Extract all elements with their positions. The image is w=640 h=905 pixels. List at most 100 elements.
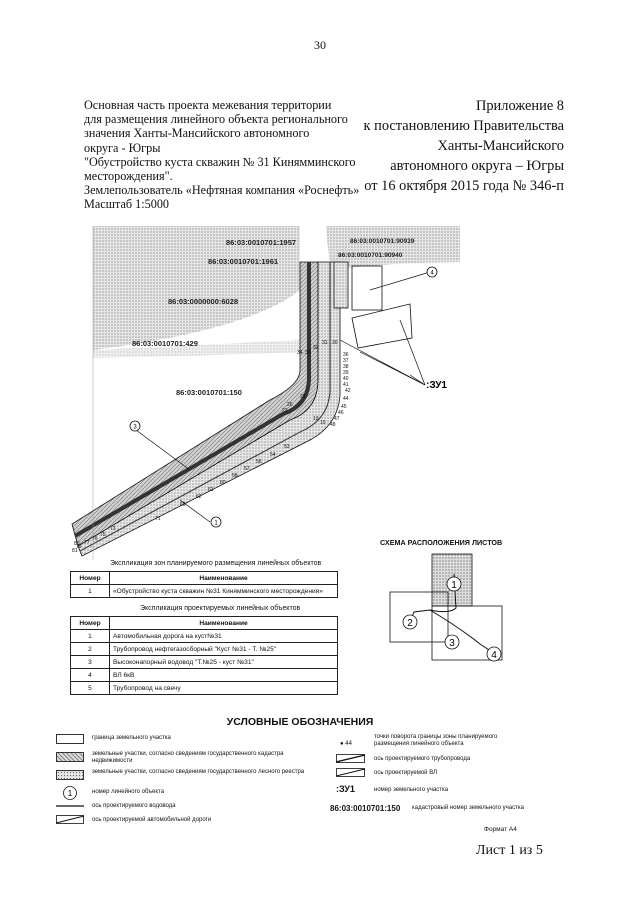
leader-line: [359, 351, 426, 386]
forest-area: [93, 226, 300, 350]
land-plot: [351, 265, 383, 311]
point-number: 53: [284, 444, 290, 450]
point-number: 39: [343, 370, 349, 376]
table-header-cell: Номер: [70, 616, 110, 630]
header-left-line: округа - Югры: [84, 140, 161, 155]
legend-cadastre-symbol: [56, 752, 84, 762]
table-row: 3 Высоконапорный водовод "Т.№25 - куст №…: [70, 655, 338, 669]
sheet-number-circle: [444, 634, 460, 650]
table-row: 5 Трубопровод на свечу: [70, 681, 338, 695]
header-right: Приложение 8 к постановлению Правительст…: [360, 96, 564, 196]
point-number: 56: [256, 459, 262, 465]
land-plot: [351, 303, 413, 349]
circled-number: [426, 266, 438, 278]
point-number: 31: [322, 340, 328, 346]
table-cell: Трубопровод на свечу: [109, 681, 338, 695]
point-number: 79: [76, 544, 82, 550]
legend-text: номер земельного участка: [374, 787, 449, 793]
point-number: 61: [208, 487, 214, 493]
table2-caption: Экспликация проектируемых линейных объек…: [140, 605, 301, 612]
table-row: 4 ВЛ 6кВ: [70, 668, 338, 682]
road-axis: [73, 262, 311, 538]
sheet-number-circle: [446, 576, 462, 592]
table-header-cell: Наименование: [109, 571, 338, 585]
header-left: Основная часть проекта межевания террито…: [84, 98, 374, 212]
cadastral-label: 86:03:0000000:6028: [168, 297, 238, 306]
point-number: 62: [196, 494, 202, 500]
point-number: 38: [343, 364, 349, 370]
zu-label: :ЗУ1: [426, 380, 447, 391]
point-number: 69: [180, 502, 186, 508]
legend-text: ось проектируемой автомобильной дороги: [92, 817, 212, 823]
legend-text: точки поворота границы зоны планируемого…: [374, 734, 498, 747]
legend-text: кадастровый номер земельного участка: [412, 805, 524, 811]
sheet-number: 4: [491, 650, 497, 661]
legend-boundary-symbol: [56, 734, 84, 744]
point-number: 47: [334, 416, 340, 422]
table-header-row: Номер Наименование: [70, 571, 338, 585]
point-number: 58: [232, 473, 238, 479]
point-number: 80: [74, 541, 80, 547]
legend-power-line-symbol: [336, 768, 366, 777]
table-cell: 4: [70, 668, 110, 682]
legend-road-symbol: [56, 815, 85, 824]
point-number: 73: [110, 526, 116, 532]
legend-point-symbol: ● 44: [340, 741, 352, 747]
cadastral-label: 86:03:0010701:150: [176, 388, 242, 397]
leader-line: [135, 429, 191, 471]
table-cell: 3: [70, 655, 110, 669]
header-right-line: автономного округа – Югры: [390, 158, 564, 174]
page-number: 30: [314, 38, 326, 52]
point-number: 60: [220, 480, 226, 486]
point-number: 26: [287, 402, 293, 408]
point-number: 42: [345, 388, 351, 394]
header-right-line: от 16 октября 2015 года № 346-п: [364, 178, 564, 194]
land-plot: [333, 261, 349, 309]
legend-forest-symbol: [56, 770, 84, 780]
point-number: 75: [100, 532, 106, 538]
circled-number-label: 1: [214, 521, 218, 527]
table-header-cell: Номер: [70, 571, 110, 585]
sheet-frame: [431, 605, 503, 661]
sheet-number: 3: [449, 638, 455, 649]
table-row: 2 Трубопровод нефтегазосборный "Куст №31…: [70, 642, 338, 656]
legend-title: УСЛОВНЫЕ ОБОЗНАЧЕНИЯ: [226, 716, 374, 728]
point-number: 48: [330, 422, 336, 428]
point-number: 29: [300, 394, 306, 400]
point-number: 32: [313, 345, 319, 351]
header-left-line: значения Ханты-Мансийского автономного: [84, 126, 310, 141]
leader-line: [369, 271, 431, 291]
header-right-line: Приложение 8: [475, 98, 564, 114]
point-number: 81: [72, 548, 78, 554]
header-left-line: для размещения линейного объекта региона…: [84, 112, 348, 127]
sheet-number-circle: [486, 646, 502, 662]
point-number: 54: [270, 452, 276, 458]
point-number: 41: [343, 382, 349, 388]
legend-text: ось проектируемого водовода: [92, 803, 176, 809]
header-right-line: Ханты-Мансийского: [437, 138, 565, 154]
table-cell: «Обустройство куста скважин №31 Киняммин…: [109, 584, 338, 598]
point-number: 30: [332, 340, 338, 346]
table-header-cell: Наименование: [109, 616, 338, 630]
legend-text: земельные участки, согласно сведениям го…: [92, 769, 305, 775]
cadastral-label: 86:03:0010701:90940: [338, 252, 403, 259]
forest-area-strip: [93, 340, 305, 358]
header-left-line: Землепользователь «Нефтяная компания «Ро…: [84, 183, 360, 198]
circled-number-label: 4: [430, 271, 434, 277]
pipeline-axis: [79, 262, 331, 552]
format-label: Формат А4: [484, 826, 517, 833]
legend-text: земельные участки, согласно сведениям го…: [92, 751, 284, 764]
cadastral-label: 86:03:0010701:1961: [208, 257, 278, 266]
sheet-number-label: Лист 1 из 5: [476, 843, 543, 858]
cadastral-label: 86:03:0010701:90939: [350, 238, 415, 245]
cadastral-label: 86:03:0010701:429: [132, 339, 198, 348]
circled-number: [210, 516, 222, 528]
legend-zu-symbol: :ЗУ1: [336, 784, 355, 794]
sheet-frame: [389, 591, 449, 643]
cadastral-label: 86:03:0010701:1957: [226, 238, 296, 247]
point-number: 45: [341, 404, 347, 410]
point-number: 77: [84, 540, 90, 546]
point-number: 76: [92, 536, 98, 542]
header-left-line: "Обустройство куста скважин № 31 Кинямми…: [84, 154, 356, 169]
